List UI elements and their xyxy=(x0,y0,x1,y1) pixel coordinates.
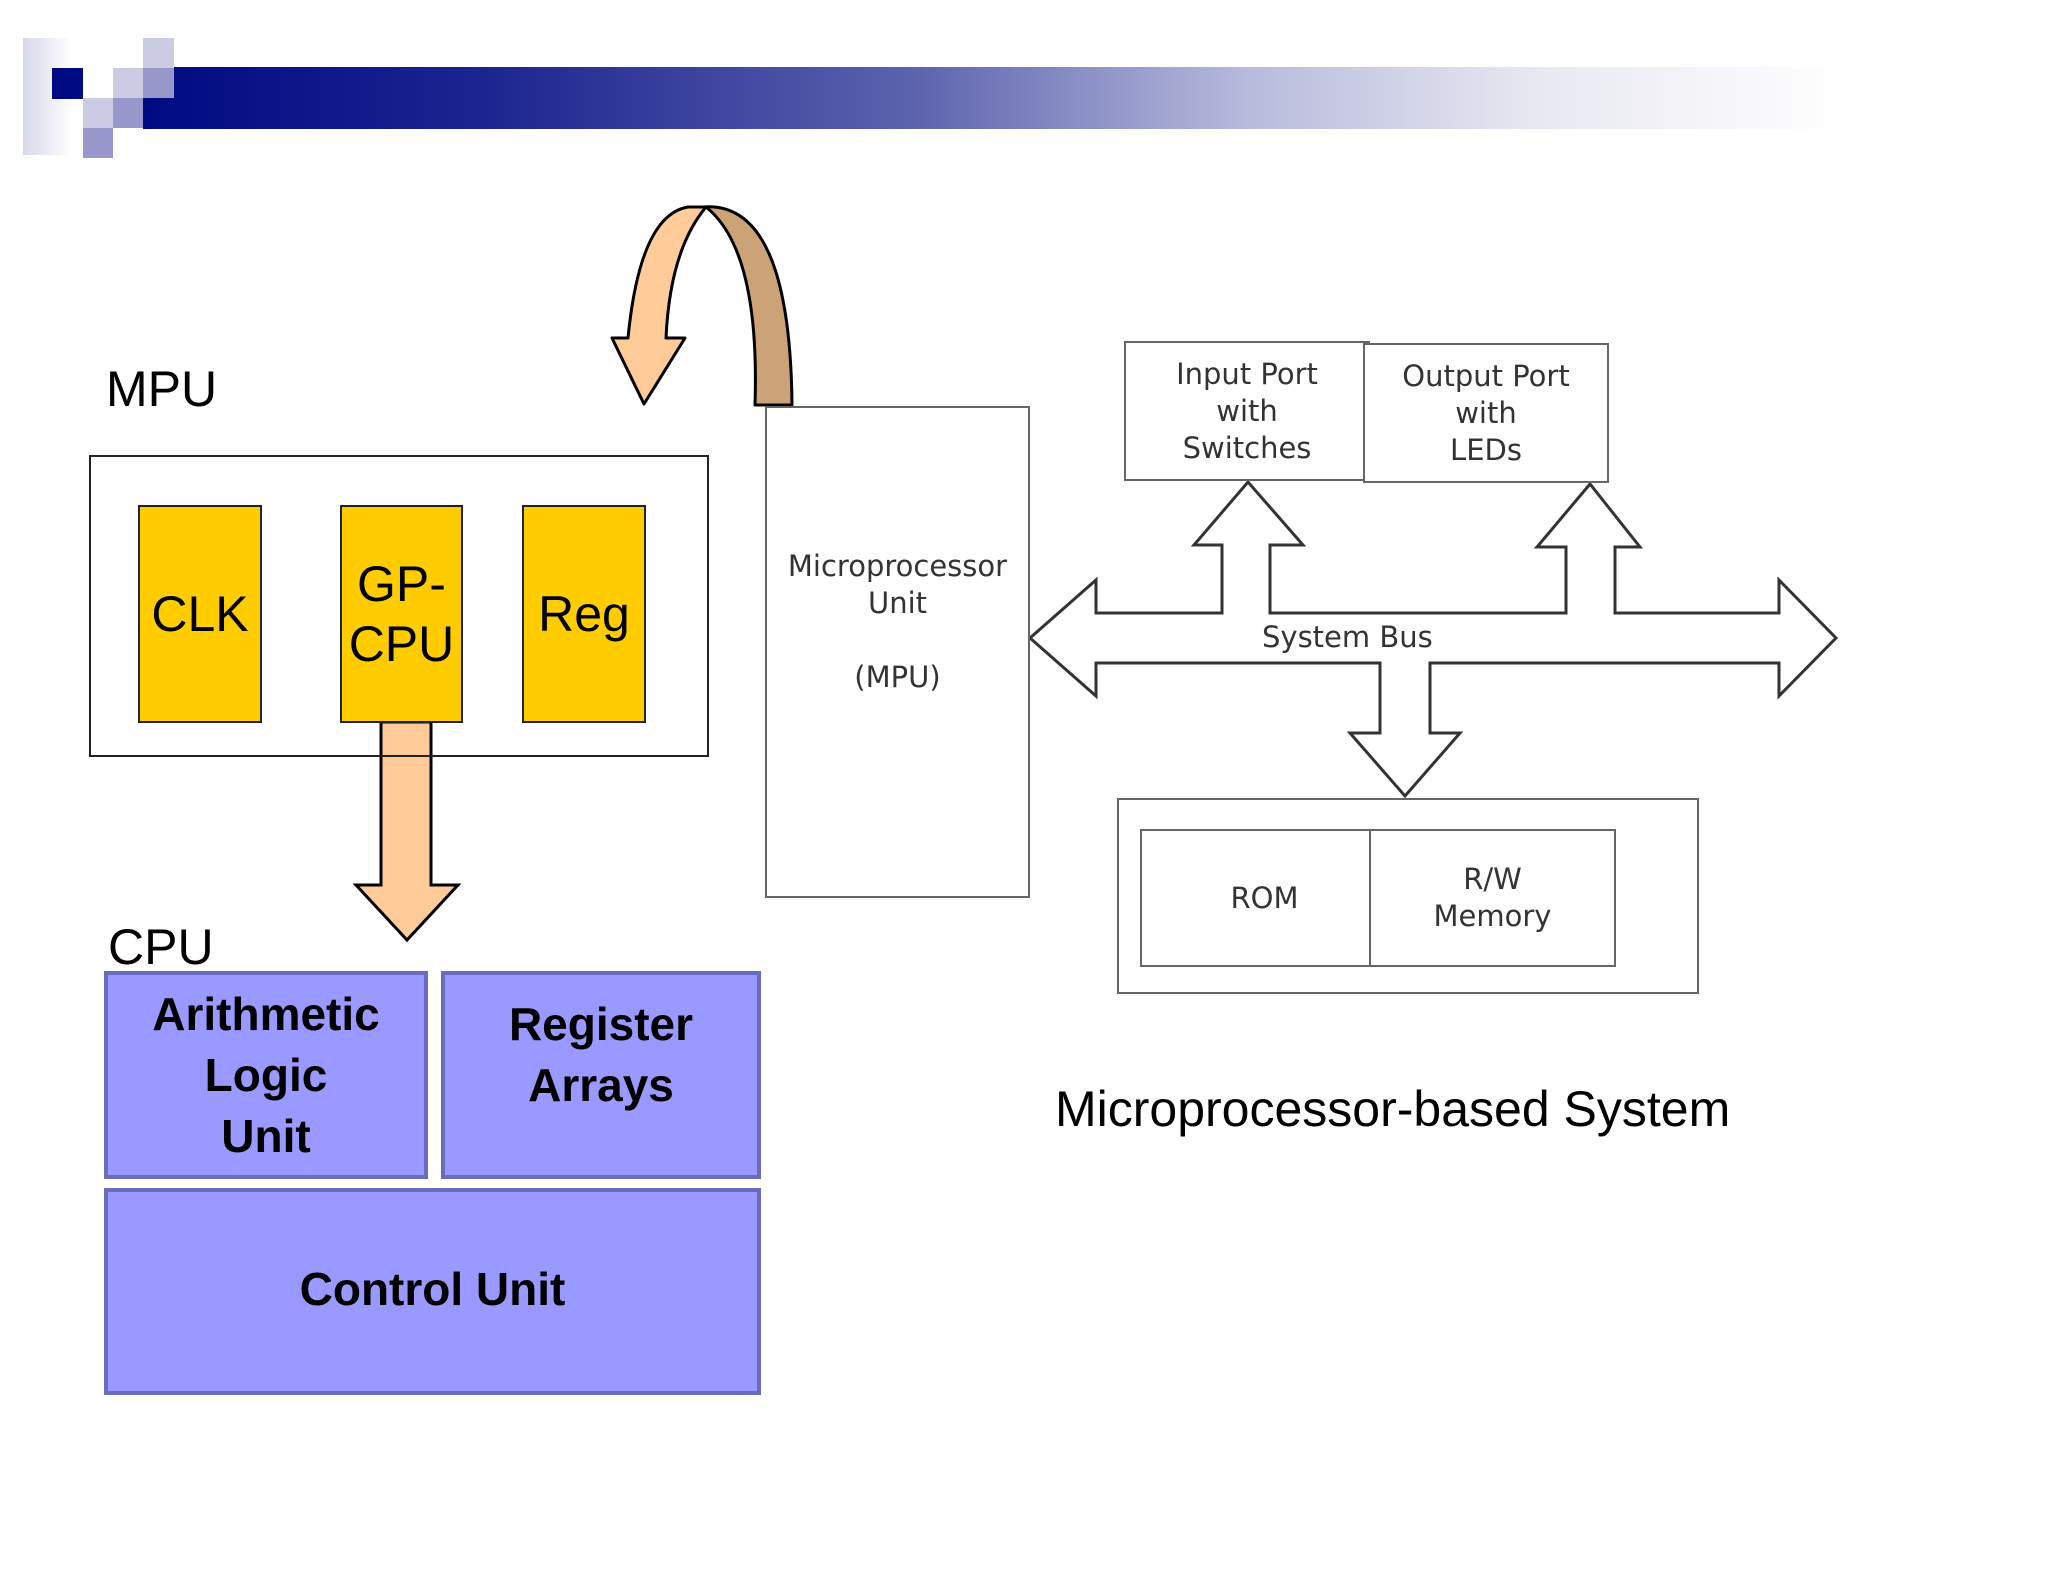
gp-cpu-block: GP- CPU xyxy=(340,505,463,723)
memory-container xyxy=(1117,798,1699,994)
header-square-mid-1 xyxy=(143,68,174,98)
header-square-light-2 xyxy=(113,68,143,98)
control-unit-block: Control Unit xyxy=(104,1188,761,1395)
header-square-mid-2 xyxy=(113,98,143,128)
register-arrays-block: Register Arrays xyxy=(441,971,761,1179)
reg-block: Reg xyxy=(522,505,646,723)
curved-arrow-front xyxy=(610,205,708,406)
microprocessor-unit-box: Microprocessor Unit (MPU) xyxy=(765,406,1030,898)
input-port-box: Input Port with Switches xyxy=(1124,341,1370,481)
alu-block: Arithmetic Logic Unit xyxy=(104,971,428,1179)
header-gradient-bar xyxy=(143,67,1845,129)
rom-box: ROM xyxy=(1140,829,1389,967)
rw-memory-box: R/W Memory xyxy=(1369,829,1616,967)
system-bus-label: System Bus xyxy=(1262,620,1433,654)
header-square-dark xyxy=(52,68,83,99)
diagram-caption: Microprocessor-based System xyxy=(1055,1081,1731,1137)
header-square-light-1 xyxy=(143,38,174,68)
header-square-mid-3 xyxy=(83,128,113,158)
mpu-container xyxy=(89,455,709,757)
system-bus-arrow xyxy=(1027,479,1839,799)
output-port-box: Output Port with LEDs xyxy=(1363,343,1609,483)
cpu-label: CPU xyxy=(108,919,214,975)
clk-block: CLK xyxy=(138,505,262,723)
gpcpu-down-arrow xyxy=(352,720,462,943)
header-square-light-3 xyxy=(83,98,113,128)
curved-arrow-back xyxy=(701,205,794,407)
mpu-label: MPU xyxy=(106,361,218,417)
